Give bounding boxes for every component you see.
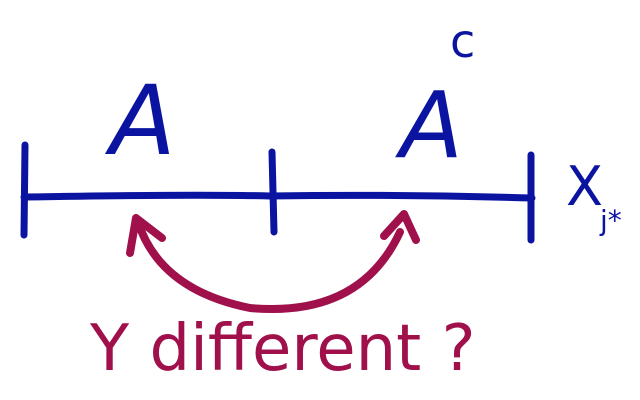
middle-tick xyxy=(268,148,278,236)
swap-arrow xyxy=(126,210,420,313)
arrow-head-left xyxy=(126,214,166,257)
number-line xyxy=(20,141,536,244)
variable-subscript: j* xyxy=(599,204,622,237)
arrow-head-right xyxy=(380,210,420,244)
axis-line xyxy=(20,191,536,202)
question-text: Y different ? xyxy=(89,312,476,386)
variable-label: X xyxy=(566,155,603,218)
arrow-curve xyxy=(134,218,404,313)
set-a-label: A xyxy=(104,65,176,177)
set-a-complement-label: A xyxy=(395,72,463,179)
left-tick xyxy=(20,141,29,239)
complement-superscript: c xyxy=(450,14,475,68)
